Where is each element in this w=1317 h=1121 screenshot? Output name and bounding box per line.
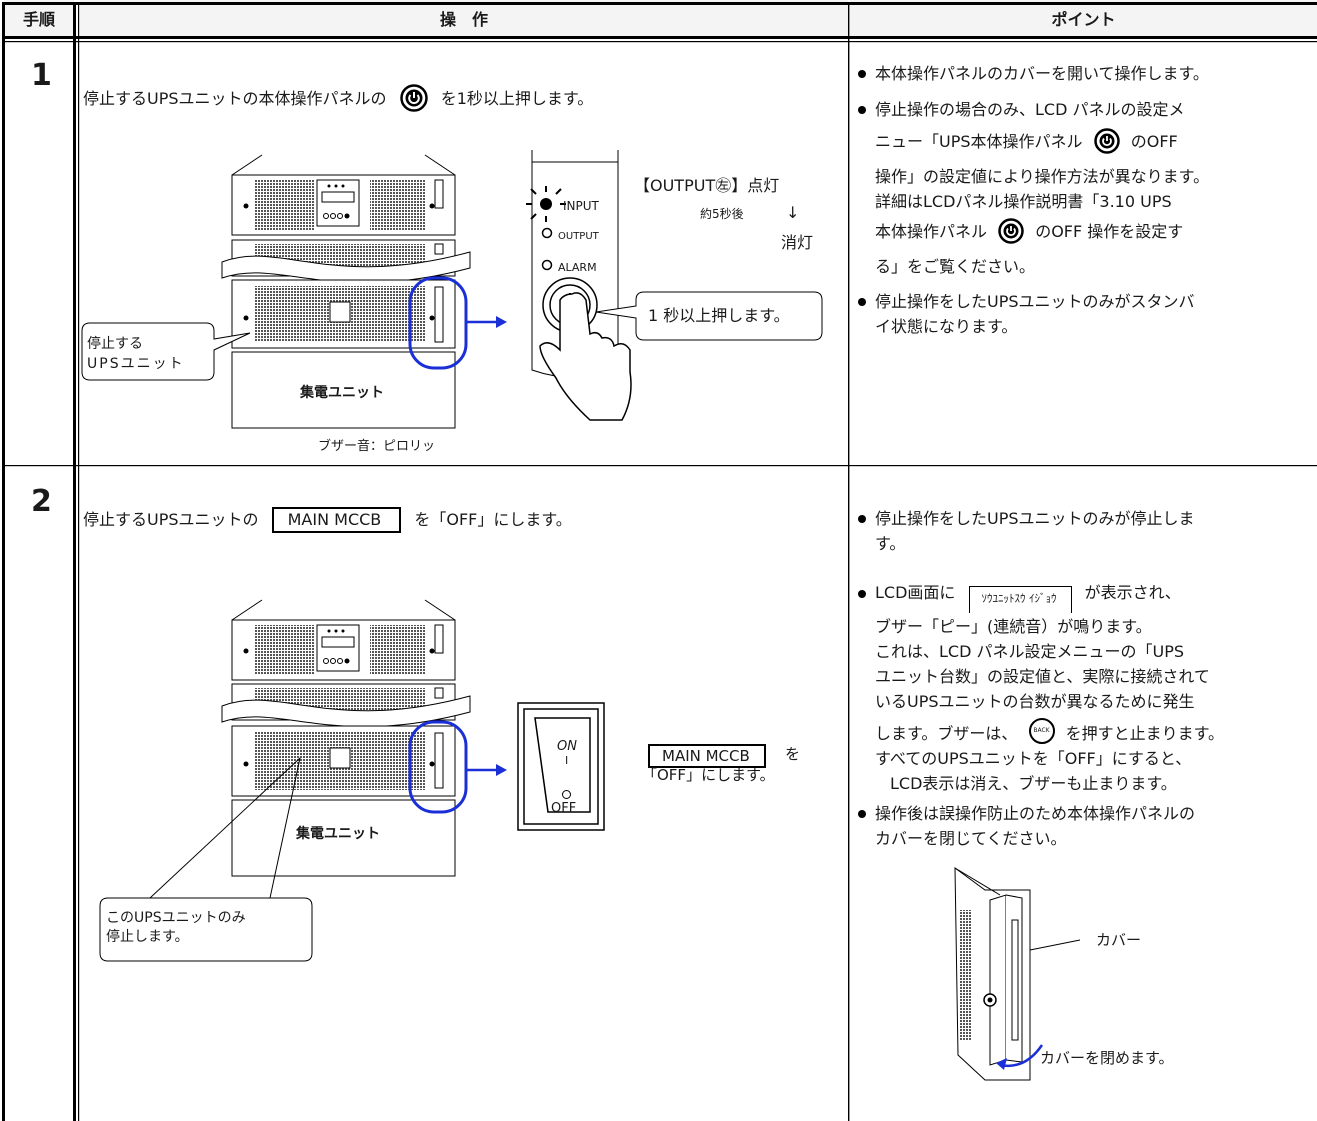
bullet-icon: [858, 515, 866, 523]
step1-point-2-line1: 停止操作の場合のみ、LCD パネルの設定メ: [875, 100, 1185, 119]
main-mccb-label: MAIN MCCB: [271, 507, 402, 533]
step-number-2: 2: [31, 484, 52, 519]
output-status-off: 消灯: [781, 233, 814, 252]
step1-point-2-line2a: ニュー「UPS本体操作パネル: [875, 132, 1083, 151]
led-output-label: OUTPUT: [558, 231, 599, 242]
switch-off-circle-icon: [562, 790, 571, 799]
callout-stop-unit-line2: UPSユニット: [87, 356, 185, 372]
step2-point-2-line6a: します。ブザーは、: [875, 724, 1018, 743]
shuden-unit-label-1: 集電ユニット: [300, 385, 384, 401]
step2-point-2-line6b: を押すと止まります。: [1065, 724, 1224, 743]
step2-point-2-line1b: が表示され、: [1084, 583, 1181, 602]
arrow-down: ↓: [786, 203, 800, 222]
bullet-icon: [858, 106, 866, 114]
step2-point-2-line2: ブザー「ピー」(連続音）が鳴ります。: [875, 617, 1152, 636]
output-status-lit: 【OUTPUT㊧】点灯: [634, 176, 780, 195]
switch-off-label: OFF: [551, 801, 577, 816]
callout-this-unit-line2: 停止します。: [106, 929, 189, 945]
step2-point-3-line1: 操作後は誤操作防止のため本体操作パネルの: [875, 804, 1196, 823]
switch-note-suffix: を: [785, 745, 801, 763]
step2-point-2-line8: LCD表示は消え、ブザーも止まります。: [890, 774, 1177, 793]
step1-point-2-line2: ニュー「UPS本体操作パネル のOFF: [875, 128, 1178, 154]
power-button-icon: [399, 84, 428, 112]
callout-this-unit-line1: このUPSユニットのみ: [106, 910, 246, 926]
step1-instruction-before: 停止するUPSユニットの本体操作パネルの: [83, 89, 387, 108]
shuden-unit-label-2: 集電ユニット: [296, 826, 380, 842]
step2-point-2-line1a: LCD画面に: [875, 583, 956, 602]
callout-stop-unit-line1: 停止する: [87, 336, 143, 352]
step1-point-3-line2: イ状態になります。: [875, 317, 1018, 336]
bullet-icon: [858, 810, 866, 818]
switch-on-mark: I: [565, 754, 569, 767]
step1-point-1: 本体操作パネルのカバーを開いて操作します。: [875, 64, 1209, 83]
switch-on-label: ON: [557, 739, 577, 754]
bullet-icon: [858, 590, 866, 598]
back-button-icon: BACK: [1028, 718, 1055, 744]
step1-instruction: 停止するUPSユニットの本体操作パネルの を1秒以上押します。: [83, 84, 593, 112]
step2-point-1-line1: 停止操作をしたUPSユニットのみが停止しま: [875, 509, 1195, 528]
step2-instruction: 停止するUPSユニットの MAIN MCCB を「OFF」にします。: [83, 507, 572, 533]
power-button-icon: [1093, 128, 1120, 154]
step2-point-2-line3: これは、LCD パネル設定メニューの「UPS: [875, 642, 1185, 661]
step2-instruction-after: を「OFF」にします。: [414, 510, 572, 529]
cover-label: カバー: [1096, 931, 1142, 949]
led-alarm-label: ALARM: [558, 261, 597, 274]
header-point: ポイント: [850, 0, 1317, 36]
step1-point-2-line5a: 本体操作パネル: [875, 222, 988, 241]
header-operation: 操 作: [80, 0, 848, 36]
step2-point-2-line6: します。ブザーは、 BACK を押すと止まります。: [875, 718, 1224, 746]
step2-point-3-line2: カバーを閉じてください。: [875, 829, 1067, 848]
step1-instruction-after: を1秒以上押します。: [440, 89, 594, 108]
bullet-icon: [858, 70, 866, 78]
switch-note-box: MAIN MCCB: [648, 744, 766, 768]
step1-point-2-line6: る」をご覧ください。: [875, 257, 1036, 276]
press-callout: 1 秒以上押します。: [648, 306, 790, 325]
back-button-text: BACK: [1033, 727, 1050, 734]
step2-point-2-line7: すべてのUPSユニットを「OFF」にすると、: [875, 749, 1192, 768]
step2-point-2-line5: いるUPSユニットの台数が異なるために発生: [875, 692, 1195, 711]
step2-point-2-line1: LCD画面に ｿｳﾕﾆｯﾄｽｳ ｲｼﾞｮｳ が表示され、: [875, 580, 1181, 613]
led-input-label: INPUT: [563, 199, 599, 213]
header-step: 手順: [4, 0, 74, 36]
after-five-seconds: 約5秒後: [700, 207, 744, 221]
step2-point-1-line2: す。: [875, 534, 906, 553]
step1-point-2-line4: 詳細はLCDパネル操作説明書「3.10 UPS: [875, 192, 1172, 211]
cover-close-label: カバーを閉めます。: [1040, 1049, 1174, 1067]
power-button-icon: [998, 218, 1024, 244]
step1-point-2-line2b: のOFF: [1130, 132, 1178, 151]
step2-instruction-before: 停止するUPSユニットの: [83, 510, 259, 529]
step1-point-2-line3: 操作」の設定値により操作方法が異なります。: [875, 167, 1210, 186]
step1-point-2-line5b: のOFF 操作を設定す: [1035, 222, 1184, 241]
step-number-1: 1: [31, 58, 52, 93]
switch-note-line2: 「OFF」にします。: [642, 766, 775, 784]
step1-point-2-line5: 本体操作パネル のOFF 操作を設定す: [875, 218, 1183, 244]
lcd-message-box: ｿｳﾕﾆｯﾄｽｳ ｲｼﾞｮｳ: [968, 586, 1072, 613]
step1-point-3-line1: 停止操作をしたUPSユニットのみがスタンバ: [875, 292, 1195, 311]
step2-point-2-line4: ユニット台数」の設定値と、実際に接続されて: [875, 667, 1210, 686]
bullet-icon: [858, 298, 866, 306]
buzzer-sound-label: ブザー音：ピロリッ: [318, 439, 436, 454]
